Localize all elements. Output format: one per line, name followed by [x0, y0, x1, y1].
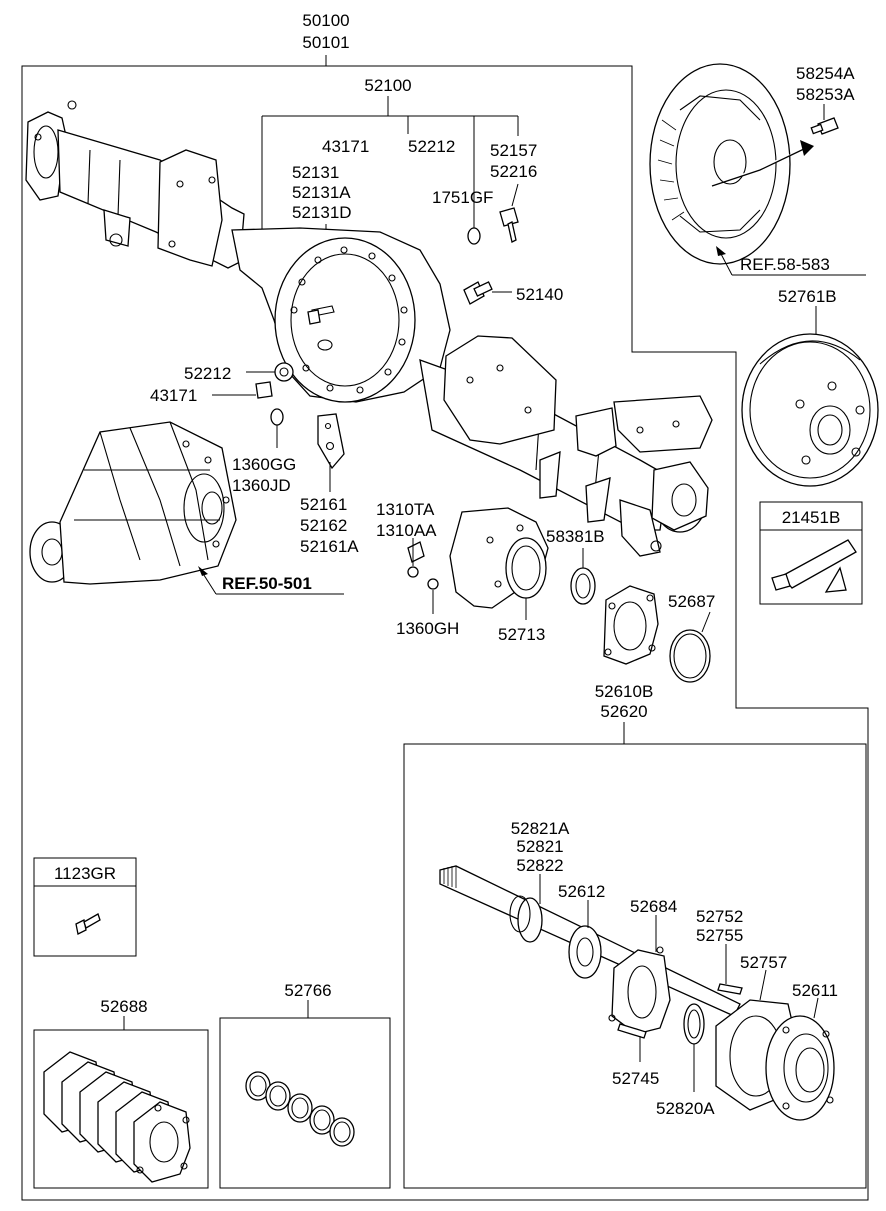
label-1310TA: 1310TA [376, 500, 435, 519]
label-43171-top: 43171 [322, 137, 369, 156]
brake-drum-drawing [741, 306, 879, 487]
label-52821A: 52821A [511, 819, 570, 838]
ref-label-brake[interactable]: REF.58-583 [740, 255, 830, 274]
label-52131D: 52131D [292, 203, 352, 222]
label-52761B: 52761B [778, 287, 837, 306]
label-52612: 52612 [558, 882, 605, 901]
label-52821: 52821 [516, 837, 563, 856]
label-52162: 52162 [300, 516, 347, 535]
hardware-top [307, 207, 519, 325]
label-1360GH: 1360GH [396, 619, 459, 638]
label-52157: 52157 [490, 141, 537, 160]
drain-plug-parts [212, 362, 345, 492]
label-52713: 52713 [498, 625, 545, 644]
label-52611: 52611 [792, 981, 838, 1000]
label-52212-left: 52212 [184, 364, 231, 383]
box-1123GR [33, 857, 137, 957]
shim-set [245, 1071, 355, 1147]
knuckle-area [407, 507, 711, 683]
label-52745: 52745 [612, 1069, 659, 1088]
label-52161A: 52161A [300, 537, 359, 556]
label-52131A: 52131A [292, 183, 351, 202]
label-52755: 52755 [696, 926, 743, 945]
assembly-frame [21, 55, 869, 1201]
ref-label-diff[interactable]: REF.50-501 [222, 574, 312, 593]
label-1310AA: 1310AA [376, 521, 437, 540]
axle-shaft-leaders [539, 874, 819, 1092]
backing-plate-drawing [649, 63, 839, 265]
label-52100: 52100 [364, 76, 411, 95]
label-52140: 52140 [516, 285, 563, 304]
label-58253A: 58253A [796, 85, 855, 104]
label-52687: 52687 [668, 592, 715, 611]
label-21451B: 21451B [782, 508, 841, 527]
label-52766: 52766 [284, 981, 331, 1000]
axle-shaft-drawing [439, 865, 835, 1121]
box-21451B [759, 501, 863, 605]
axle-housing-drawing [25, 100, 713, 557]
label-52757: 52757 [740, 953, 787, 972]
label-1123GR: 1123GR [54, 864, 116, 883]
label-52684: 52684 [630, 897, 677, 916]
assembly-label-50100: 50100 [302, 11, 349, 30]
label-1360GG: 1360GG [232, 455, 296, 474]
box-52766 [219, 1000, 391, 1189]
label-52820A: 52820A [656, 1099, 715, 1118]
label-58254A: 58254A [796, 64, 855, 83]
box-52688 [33, 1016, 209, 1189]
label-52216: 52216 [490, 162, 537, 181]
label-58381B: 58381B [546, 527, 605, 546]
label-52688: 52688 [100, 997, 147, 1016]
label-52752: 52752 [696, 907, 743, 926]
label-52822: 52822 [516, 856, 563, 875]
ref-arrow-brake [716, 246, 866, 276]
callout-bracket-52100 [261, 96, 519, 232]
label-52161: 52161 [300, 495, 347, 514]
label-52131: 52131 [292, 163, 339, 182]
label-52610B: 52610B [595, 682, 654, 701]
ref-arrow-diff [198, 566, 344, 595]
box-axle-shaft [403, 722, 867, 1189]
label-1360JD: 1360JD [232, 476, 291, 495]
differential-carrier-drawing [29, 421, 237, 585]
label-52620: 52620 [600, 702, 647, 721]
label-1751GF: 1751GF [432, 188, 493, 207]
label-43171-left: 43171 [150, 386, 197, 405]
label-52212-top: 52212 [408, 137, 455, 156]
assembly-label-50101: 50101 [302, 33, 349, 52]
gasket-stack [43, 1051, 191, 1183]
